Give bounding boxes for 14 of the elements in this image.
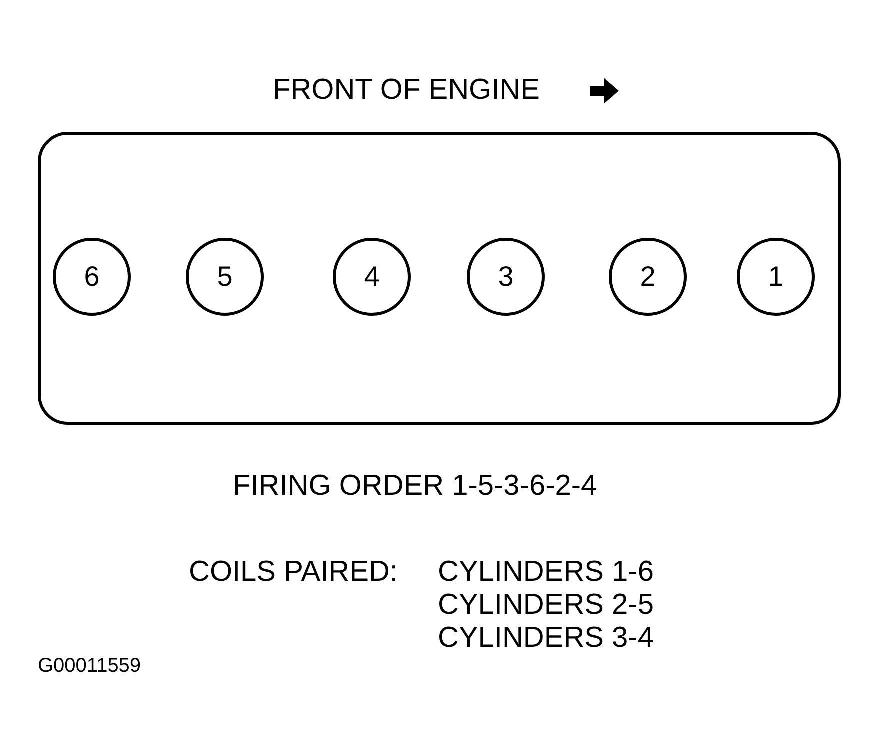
cylinder-circle: 6 xyxy=(53,238,131,316)
note-text: CYLINDERS 1-6 xyxy=(438,556,654,588)
note-text: COILS PAIRED: xyxy=(189,556,398,588)
heading-text: FRONT OF ENGINE xyxy=(273,74,540,106)
engine-block-outline xyxy=(38,132,841,425)
note-text: CYLINDERS 2-5 xyxy=(438,589,654,621)
figure-id-text: G00011559 xyxy=(38,654,142,678)
firing-order-text: FIRING ORDER 1-5-3-6-2-4 xyxy=(233,470,598,502)
cylinder-circle: 3 xyxy=(467,238,545,316)
cylinder-circle: 4 xyxy=(333,238,411,316)
cylinder-circle: 1 xyxy=(737,238,815,316)
cylinder-circle: 5 xyxy=(186,238,264,316)
note-text: CYLINDERS 3-4 xyxy=(438,622,654,654)
cylinder-circle: 2 xyxy=(609,238,687,316)
